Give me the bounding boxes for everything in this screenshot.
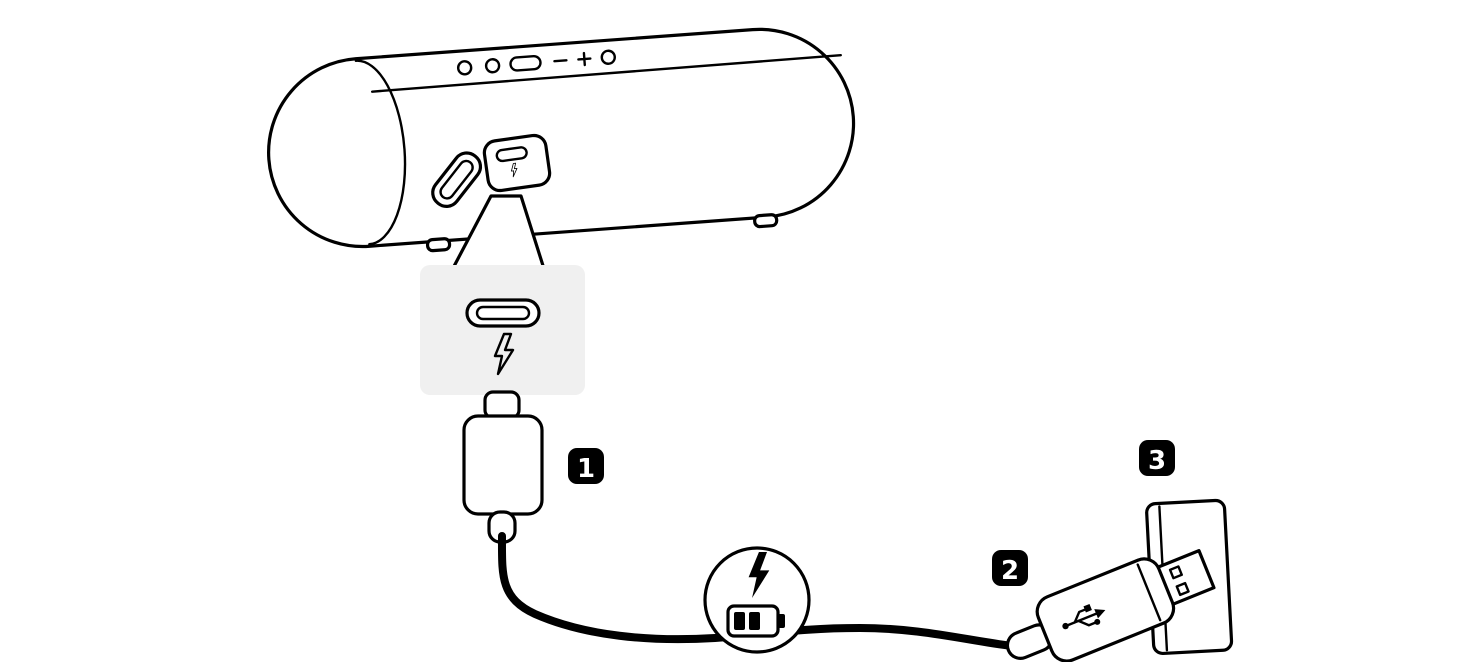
usb-a-plug-body bbox=[1035, 557, 1176, 662]
power-button-icon bbox=[456, 60, 473, 76]
usb-a-body-seam bbox=[1136, 563, 1162, 622]
step-badge-1: 1 bbox=[568, 448, 604, 484]
battery-status-button-icon bbox=[600, 49, 616, 65]
speaker-foot-left bbox=[425, 237, 452, 253]
speaker-top-panel-edge bbox=[370, 54, 842, 93]
usb-c-connector bbox=[462, 390, 544, 544]
port-cover-flap bbox=[431, 151, 483, 208]
badge-box bbox=[1139, 440, 1175, 476]
step-badge-3: 3 bbox=[1139, 440, 1175, 476]
badge-box bbox=[992, 550, 1028, 586]
badge-label: 3 bbox=[1148, 446, 1166, 476]
badge-label: 2 bbox=[1001, 556, 1019, 586]
usb-a-shaft-hole-top bbox=[1168, 565, 1183, 580]
play-pill-button-icon bbox=[509, 55, 542, 72]
usb-c-tip bbox=[483, 390, 521, 420]
volume-down-button-icon bbox=[553, 59, 568, 63]
callout-box bbox=[420, 265, 585, 395]
speaker-endcap-edge bbox=[354, 59, 407, 246]
speaker-button-row bbox=[456, 49, 616, 76]
charging-cable bbox=[497, 532, 1016, 650]
usb-c-port-inner bbox=[475, 305, 531, 321]
speaker-charge-port bbox=[431, 133, 552, 208]
port-usb-c-slot bbox=[495, 146, 528, 163]
port-callout bbox=[420, 265, 585, 395]
usb-trident-icon bbox=[1062, 604, 1106, 630]
bluetooth-button-icon bbox=[484, 58, 501, 74]
badge-label: 1 bbox=[577, 454, 595, 484]
usb-c-plug-body bbox=[462, 414, 544, 516]
battery-charging-icon bbox=[726, 604, 785, 638]
port-recess bbox=[482, 133, 552, 193]
speaker-foot-right bbox=[753, 213, 779, 229]
step-badge-2: 2 bbox=[992, 550, 1028, 586]
speaker bbox=[267, 27, 856, 253]
charging-indicator bbox=[703, 546, 811, 654]
volume-up-button-icon bbox=[577, 51, 592, 67]
usb-a-plug bbox=[1005, 549, 1216, 662]
speaker-body bbox=[267, 27, 856, 249]
usb-a-shaft-hole-bottom bbox=[1175, 581, 1190, 597]
badge-box bbox=[568, 448, 604, 484]
